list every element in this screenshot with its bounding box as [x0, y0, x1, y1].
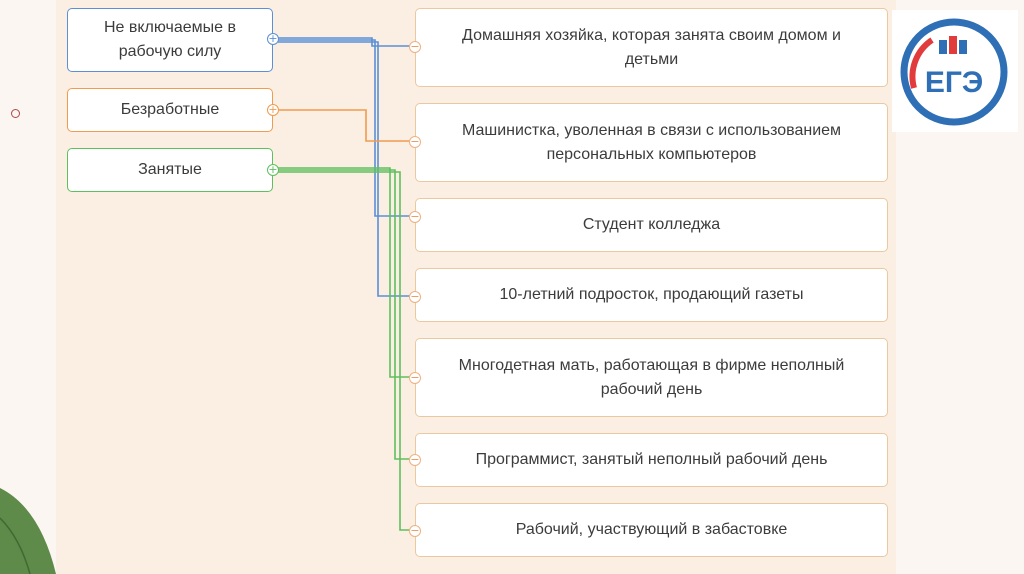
item-label: Многодетная мать, работающая в фирме неп… [458, 356, 845, 398]
item-label: Программист, занятый неполный рабочий де… [475, 451, 828, 468]
category-employed[interactable]: Занятые [67, 148, 273, 192]
minus-icon[interactable]: − [409, 40, 421, 53]
minus-icon[interactable]: − [409, 210, 421, 223]
category-label: Занятые [138, 161, 202, 178]
lines-not-in-labor-force [278, 37, 414, 297]
category-label: Безработные [120, 101, 220, 118]
category-not-in-labor-force[interactable]: Не включаемые в рабочую силу [67, 8, 273, 72]
ege-logo-icon: ЕГЭ [900, 18, 1008, 126]
item-teen-newspaper[interactable]: 10-летний подросток, продающий газеты [415, 268, 888, 322]
item-programmer[interactable]: Программист, занятый неполный рабочий де… [415, 433, 888, 487]
plus-icon[interactable]: + [267, 163, 279, 176]
logo-text: ЕГЭ [925, 66, 983, 99]
minus-icon[interactable]: − [409, 524, 421, 537]
item-label: 10-летний подросток, продающий газеты [499, 286, 804, 303]
item-mother-part-time[interactable]: Многодетная мать, работающая в фирме неп… [415, 338, 888, 417]
minus-icon[interactable]: − [409, 371, 421, 384]
minus-icon[interactable]: − [409, 453, 421, 466]
plus-icon[interactable]: + [267, 103, 279, 116]
item-college-student[interactable]: Студент колледжа [415, 198, 888, 252]
leaf-decoration [0, 488, 56, 574]
minus-icon[interactable]: − [409, 290, 421, 303]
slide-bullet-icon [11, 109, 20, 118]
lines-unemployed [278, 109, 414, 142]
item-housewife[interactable]: Домашняя хозяйка, которая занята своим д… [415, 8, 888, 87]
ege-logo: ЕГЭ [892, 10, 1018, 132]
item-label: Рабочий, участвующий в забастовке [515, 521, 788, 538]
category-label: Не включаемые в рабочую силу [103, 19, 237, 60]
category-unemployed[interactable]: Безработные [67, 88, 273, 132]
item-label: Машинистка, уволенная в связи с использо… [461, 121, 842, 163]
item-label: Домашняя хозяйка, которая занята своим д… [462, 26, 841, 68]
item-typist[interactable]: Машинистка, уволенная в связи с использо… [415, 103, 888, 182]
minus-icon[interactable]: − [409, 135, 421, 148]
item-striking-worker[interactable]: Рабочий, участвующий в забастовке [415, 503, 888, 557]
plus-icon[interactable]: + [267, 32, 279, 45]
item-label: Студент колледжа [582, 216, 721, 233]
lines-employed [278, 167, 414, 531]
